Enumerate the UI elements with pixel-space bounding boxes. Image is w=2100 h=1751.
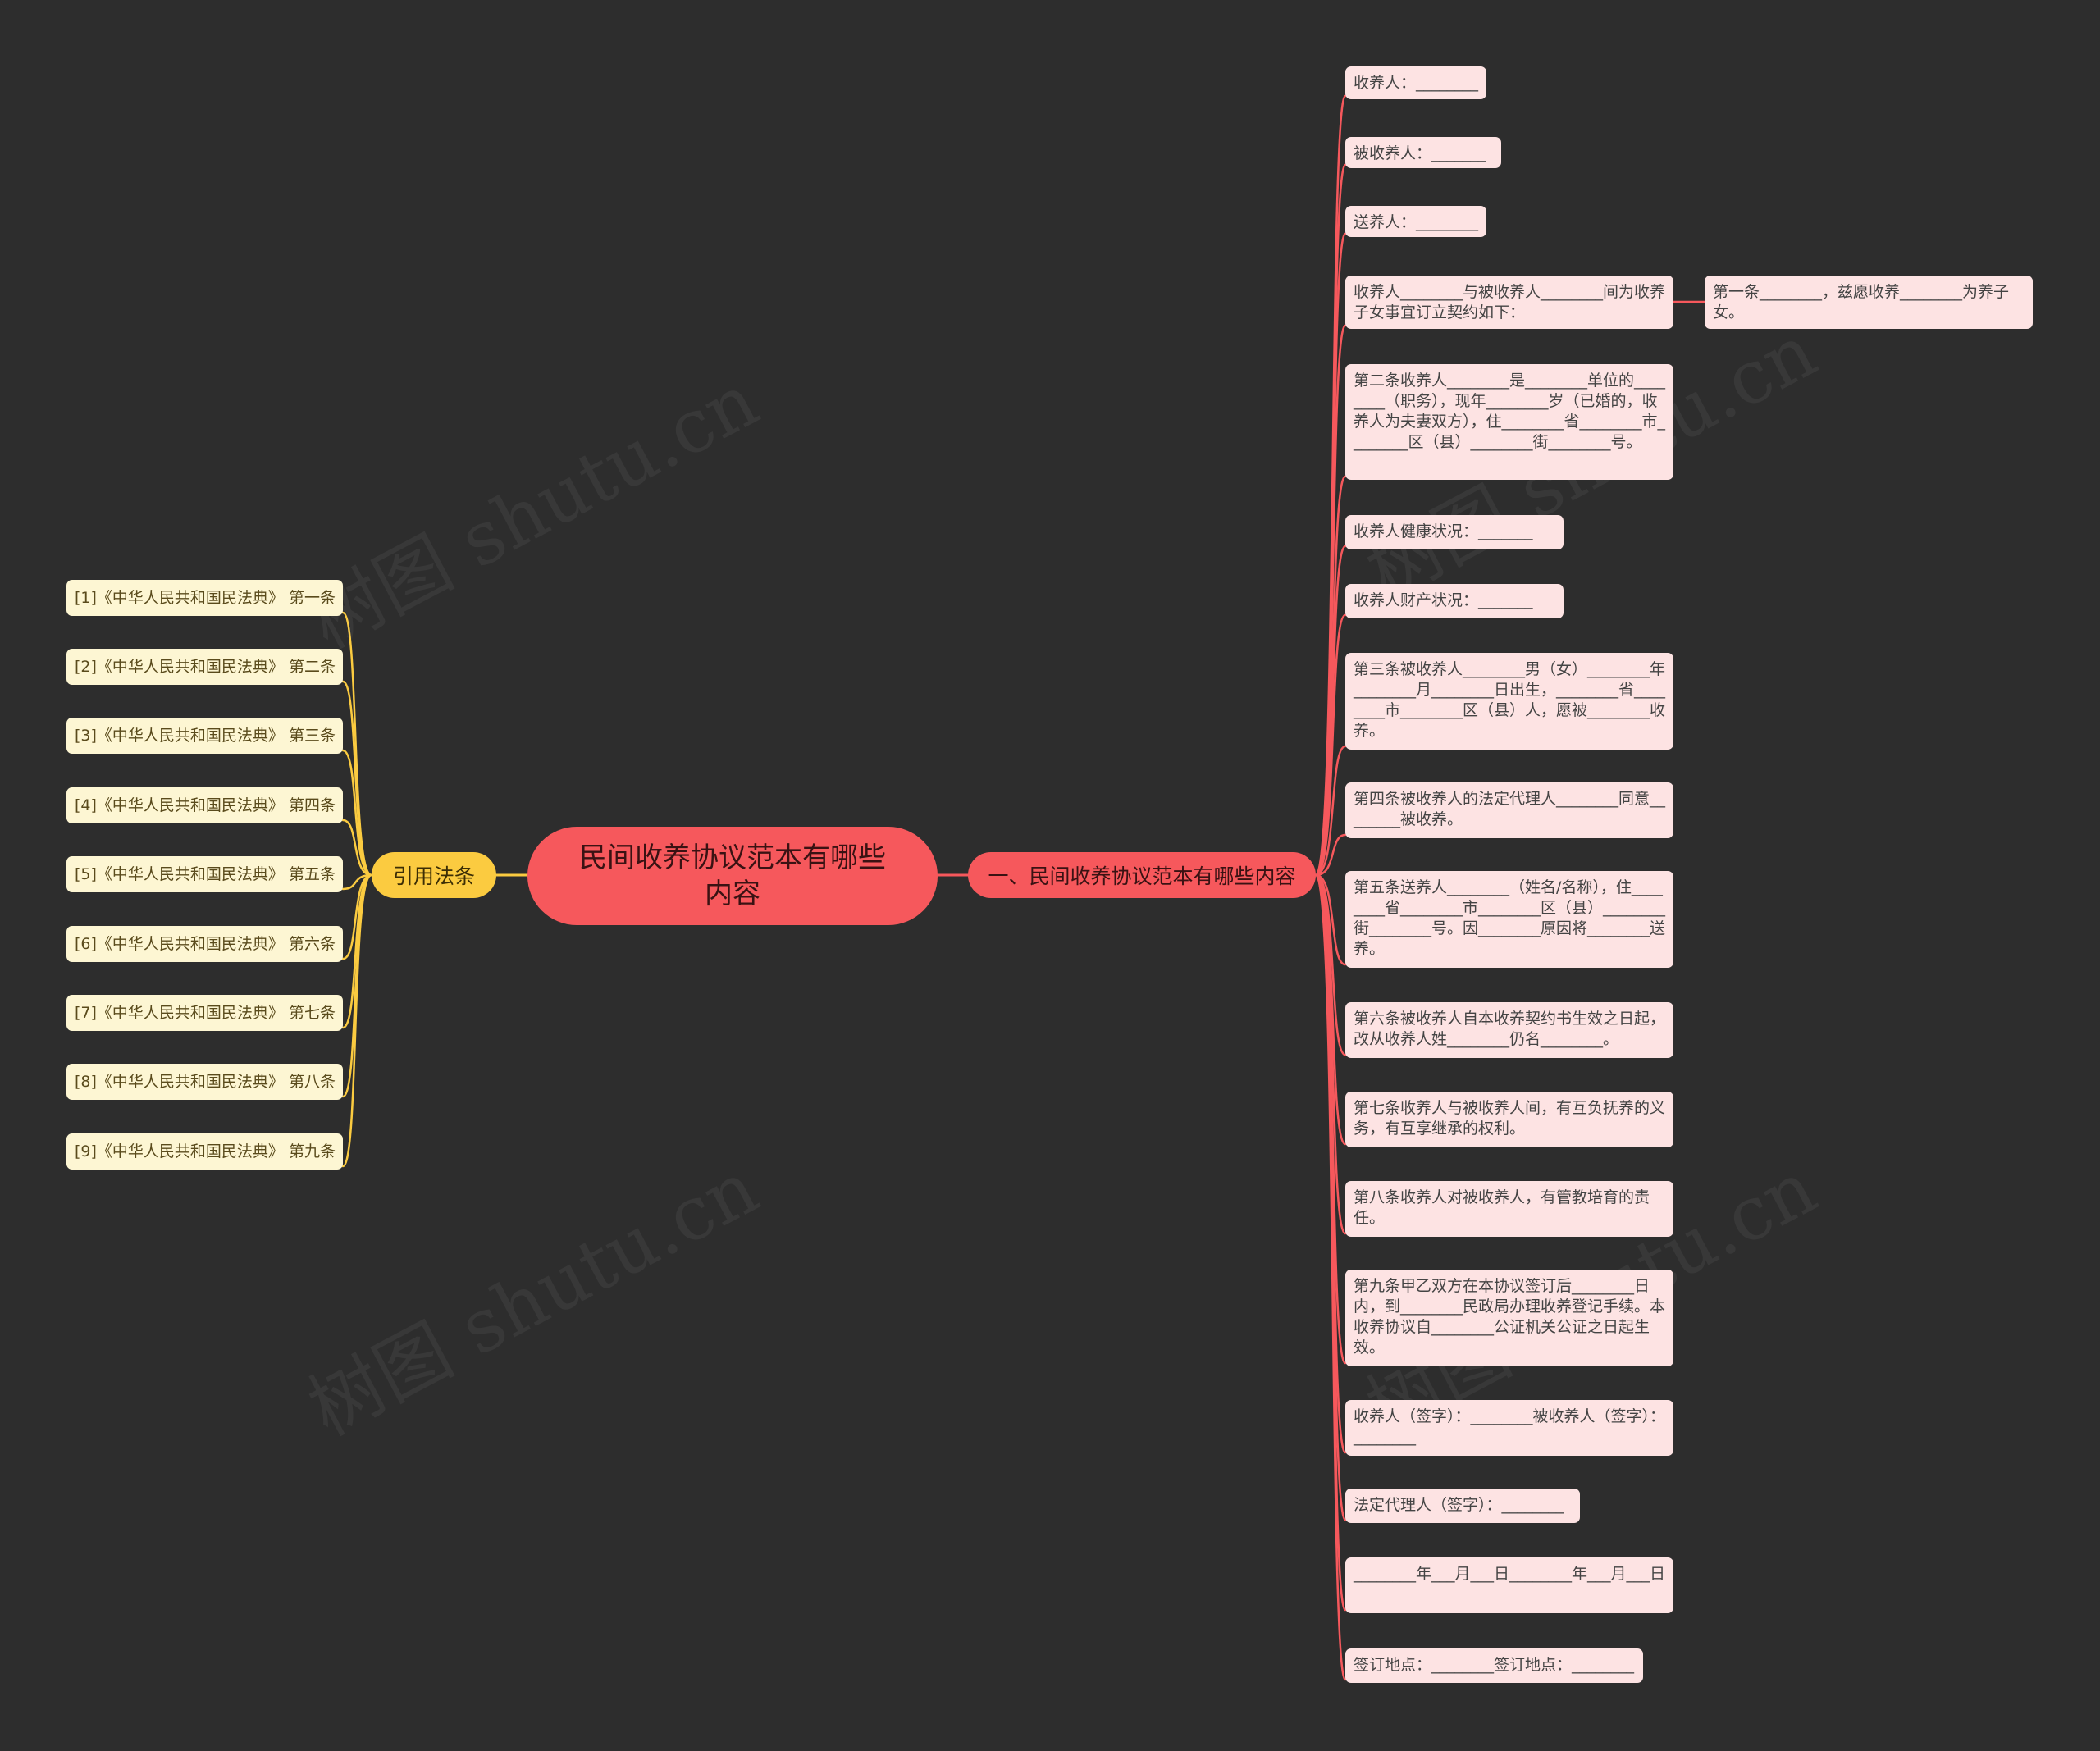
connector-branch-leaf	[1314, 873, 1347, 966]
connector-cite-branch-item	[341, 819, 373, 877]
connector-branch-leaf	[1314, 324, 1347, 877]
leaf-item[interactable]: 第三条被收养人________男（女）________年________月___…	[1345, 653, 1673, 750]
leaf-item[interactable]: 第六条被收养人自本收养契约书生效之日起，改从收养人姓________仍名____…	[1345, 1002, 1673, 1058]
leaf-item[interactable]: 收养人财产状况：________。	[1345, 584, 1564, 618]
branch-topic-content[interactable]: 一、民间收养协议范本有哪些内容	[968, 852, 1316, 898]
citation-item[interactable]: [8]《中华人民共和国民法典》 第八条	[66, 1064, 343, 1100]
citation-item[interactable]: [4]《中华人民共和国民法典》 第四条	[66, 787, 343, 823]
connector-branch-leaf	[1314, 873, 1347, 1056]
connector-branch-leaf	[1314, 613, 1347, 877]
leaf-item[interactable]: 法定代理人（签字）：________	[1345, 1489, 1580, 1523]
citation-item[interactable]: [1]《中华人民共和国民法典》 第一条	[66, 580, 343, 616]
connector-cite-branch-item	[341, 873, 373, 1168]
connector-branch-leaf	[1314, 833, 1347, 877]
leaf-item[interactable]: 第九条甲乙双方在本协议签订后________日内，到________民政局办理收…	[1345, 1270, 1673, 1366]
connector-branch-leaf	[1314, 745, 1347, 877]
citation-item[interactable]: [6]《中华人民共和国民法典》 第六条	[66, 926, 343, 962]
connector-cite-branch-item	[341, 873, 373, 1029]
connector-branch-leaf	[1314, 873, 1347, 1681]
leaf-item[interactable]: 收养人：________	[1345, 66, 1486, 99]
connector-cite-branch-item	[341, 611, 373, 877]
citation-item[interactable]: [5]《中华人民共和国民法典》 第五条	[66, 856, 343, 892]
leaf-item[interactable]: 收养人（签字）：________被收养人（签字）：________	[1345, 1400, 1673, 1456]
leaf-item[interactable]: 被收养人：________	[1345, 137, 1501, 168]
leaf-item[interactable]: 收养人健康状况：________。	[1345, 515, 1564, 549]
connector-cite-branch-item	[341, 873, 373, 960]
leaf-item[interactable]: 签订地点：________签订地点：________	[1345, 1648, 1643, 1683]
citation-item[interactable]: [3]《中华人民共和国民法典》 第三条	[66, 718, 343, 754]
leaf-item[interactable]: 第七条收养人与被收养人间，有互负抚养的义务，有互享继承的权利。	[1345, 1092, 1673, 1147]
citation-item[interactable]: [9]《中华人民共和国民法典》 第九条	[66, 1133, 343, 1170]
branch-topic-citations[interactable]: 引用法条	[372, 852, 496, 898]
leaf-item[interactable]: 送养人：________	[1345, 206, 1486, 237]
subleaf-item[interactable]: 第一条________，兹愿收养________为养子女。	[1705, 276, 2033, 329]
connector-cite-branch-item	[341, 749, 373, 877]
leaf-item[interactable]: 第八条收养人对被收养人，有管教培育的责任。	[1345, 1181, 1673, 1237]
leaf-item[interactable]: 第二条收养人________是________单位的________（职务），现…	[1345, 364, 1673, 480]
leaf-item[interactable]: 收养人________与被收养人________间为收养子女事宜订立契约如下：	[1345, 276, 1673, 329]
citation-item[interactable]: [2]《中华人民共和国民法典》 第二条	[66, 649, 343, 685]
root-topic[interactable]: 民间收养协议范本有哪些内容	[527, 827, 938, 925]
connector-cite-branch-item	[341, 680, 373, 877]
leaf-item[interactable]: 第四条被收养人的法定代理人________同意________被收养。	[1345, 782, 1673, 838]
connector-cite-branch-item	[341, 873, 373, 891]
leaf-item[interactable]: 第五条送养人________（姓名/名称），住________省________…	[1345, 871, 1673, 968]
leaf-item[interactable]: ________年___月___日________年___月___日	[1345, 1557, 1673, 1613]
citation-item[interactable]: [7]《中华人民共和国民法典》 第七条	[66, 995, 343, 1031]
